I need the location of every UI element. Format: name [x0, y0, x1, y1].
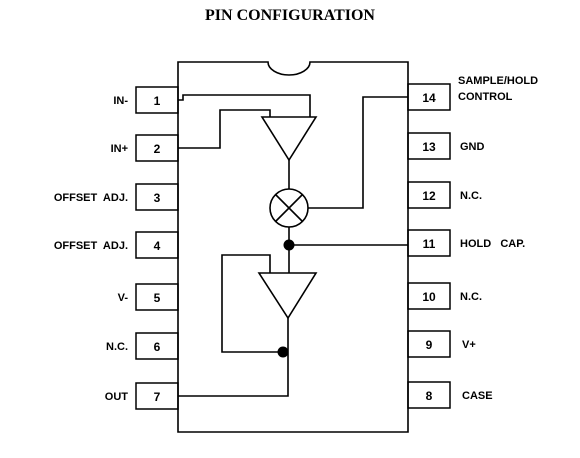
pin-14-label-line2: CONTROL — [458, 91, 513, 103]
pin-10-number: 10 — [422, 290, 436, 304]
pin-1-number: 1 — [154, 94, 161, 108]
pin-14-label: SAMPLE/HOLD — [458, 75, 538, 87]
pin-9-label: V+ — [462, 339, 476, 351]
pin-3-number: 3 — [154, 191, 161, 205]
pin-12: 12 N.C. — [407, 181, 482, 209]
wire-in-plus — [178, 109, 271, 149]
pin-8: 8 CASE — [407, 381, 493, 409]
junction-output-node — [277, 346, 289, 358]
pin-5-label: V- — [118, 292, 129, 304]
diagram-title: PIN CONFIGURATION — [205, 7, 375, 24]
wire-feedback — [221, 254, 283, 353]
pin-5-number: 5 — [154, 291, 161, 305]
pin-1: 1 IN- — [113, 86, 179, 114]
pin-5: 5 V- — [118, 283, 179, 311]
pin-6-number: 6 — [154, 340, 161, 354]
wire-control — [308, 96, 408, 209]
right-pins: 14 SAMPLE/HOLD CONTROL 13 GND 12 N.C. 11… — [407, 75, 538, 409]
pin-4-number: 4 — [154, 239, 161, 253]
chip-body — [177, 61, 409, 433]
pin-13: 13 GND — [407, 132, 485, 160]
pin-4: 4 OFFSET ADJ. — [54, 231, 179, 259]
pin-13-number: 13 — [422, 140, 436, 154]
output-amplifier-icon — [257, 272, 318, 320]
pin-6-label: N.C. — [106, 341, 128, 353]
pin-11-label: HOLD CAP. — [460, 238, 525, 250]
pin-10: 10 N.C. — [407, 282, 482, 310]
pin-7-label: OUT — [105, 391, 129, 403]
pin-10-label: N.C. — [460, 291, 482, 303]
pin-14-number: 14 — [422, 91, 436, 105]
pin-7: 7 OUT — [105, 382, 179, 410]
pin-2: 2 IN+ — [111, 134, 179, 162]
pin-7-number: 7 — [154, 390, 161, 404]
pin-12-label: N.C. — [460, 190, 482, 202]
pin-11-number: 11 — [423, 237, 436, 251]
pin-1-label: IN- — [113, 95, 128, 107]
pin-9-number: 9 — [426, 338, 433, 352]
multiplier-switch-icon — [269, 188, 309, 228]
pin-3-label: OFFSET ADJ. — [54, 192, 128, 204]
left-pins: 1 IN- 2 IN+ 3 OFFSET ADJ. 4 OFFSET ADJ. … — [54, 86, 179, 410]
pin-8-label: CASE — [462, 390, 493, 402]
pin-6: 6 N.C. — [106, 332, 179, 360]
pin-2-number: 2 — [154, 142, 161, 156]
pin-8-number: 8 — [426, 389, 433, 403]
pin-13-label: GND — [460, 141, 485, 153]
junction-hold-node — [283, 239, 295, 251]
wire-in-minus — [178, 94, 311, 117]
pin-11: 11 HOLD CAP. — [407, 229, 525, 257]
wires — [178, 94, 408, 397]
pin-12-number: 12 — [422, 189, 436, 203]
wire-output — [178, 318, 289, 397]
pin-9: 9 V+ — [407, 330, 476, 358]
pin-4-label: OFFSET ADJ. — [54, 240, 128, 252]
input-amplifier-icon — [260, 116, 318, 162]
pin-2-label: IN+ — [111, 143, 128, 155]
pin-14: 14 SAMPLE/HOLD CONTROL — [407, 75, 538, 111]
pin-3: 3 OFFSET ADJ. — [54, 183, 179, 211]
